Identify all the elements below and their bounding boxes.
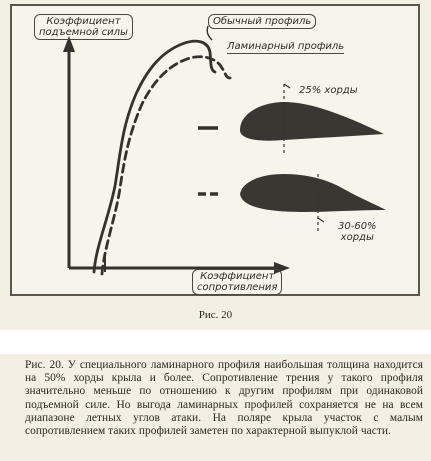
lift-coefficient-label: Коэффициент подъемной силы — [34, 14, 133, 40]
laminar-airfoil — [240, 174, 386, 212]
ordinary-profile-label: Обычный профиль — [208, 14, 317, 29]
polar-diagram — [63, 25, 386, 276]
figure-number: Рис. 20 — [198, 309, 233, 321]
chord-30-60-label: 30-60% хорды — [338, 221, 377, 243]
ordinary-airfoil — [240, 102, 384, 141]
blank-strip — [0, 330, 431, 354]
figure-frame: Коэффициент подъемной силы Обычный профи… — [10, 4, 420, 296]
laminar-profile-polar — [100, 55, 232, 276]
figure-caption: Рис. 20. У специального ламинарного проф… — [25, 359, 423, 438]
laminar-profile-label: Ламинарный профиль — [227, 41, 345, 54]
ordinary-profile-polar — [92, 39, 217, 274]
chord-25-label: 25% хорды — [299, 85, 358, 96]
lift-axis-arrow — [63, 36, 75, 52]
drag-coefficient-label: Коэффициент сопротивления — [192, 269, 283, 295]
